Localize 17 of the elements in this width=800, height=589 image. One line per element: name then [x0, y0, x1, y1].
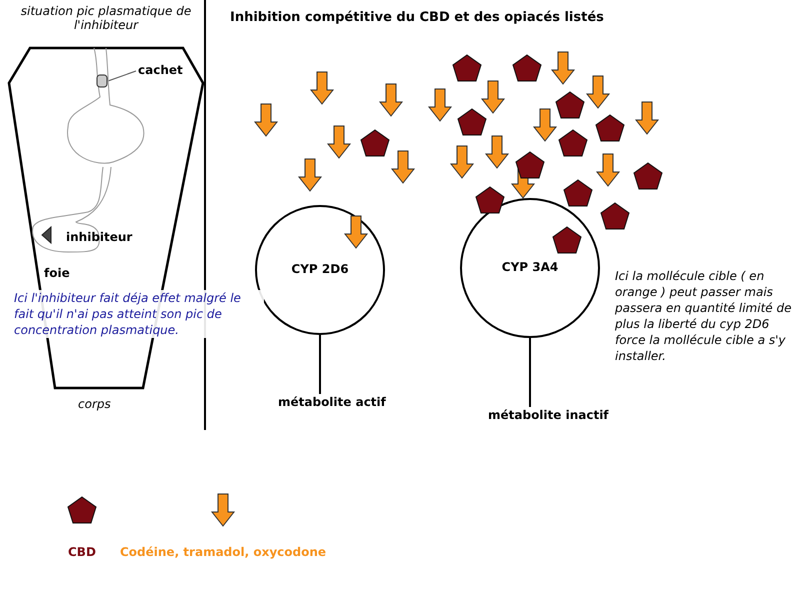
- legend-label: Codéine, tramadol, oxycodone: [120, 545, 326, 559]
- legend-label: CBD: [68, 545, 96, 559]
- enzyme-label: CYP 2D6: [290, 262, 350, 276]
- text-label: métabolite actif: [278, 395, 386, 409]
- panel-heading: situation pic plasmatique de l'inhibiteur: [20, 4, 192, 32]
- connector-line: [529, 338, 531, 407]
- leader-line: [108, 70, 136, 82]
- note-text: Ici la mollécule cible ( en orange ) peut passer mais passera en quantité limité de plus la liberté du cyp 2D6 force la mollécule cible a s'y installer.: [615, 268, 792, 364]
- inhibitor-label: inhibiteur: [66, 230, 132, 244]
- text-label: cachet: [138, 63, 183, 77]
- enzyme-label: CYP 3A4: [500, 260, 560, 274]
- title: Inhibition compétitive du CBD et des opiacés listés: [230, 10, 604, 25]
- note-text: Ici l'inhibiteur fait déja effet malgré le fait qu'il n'ai pas atteint son pic de concentration plasmatique.: [14, 290, 264, 338]
- connector-line: [319, 335, 321, 394]
- body-caption: corps: [78, 397, 111, 411]
- organ-label: foie: [44, 266, 70, 280]
- text-label: métabolite inactif: [488, 408, 609, 422]
